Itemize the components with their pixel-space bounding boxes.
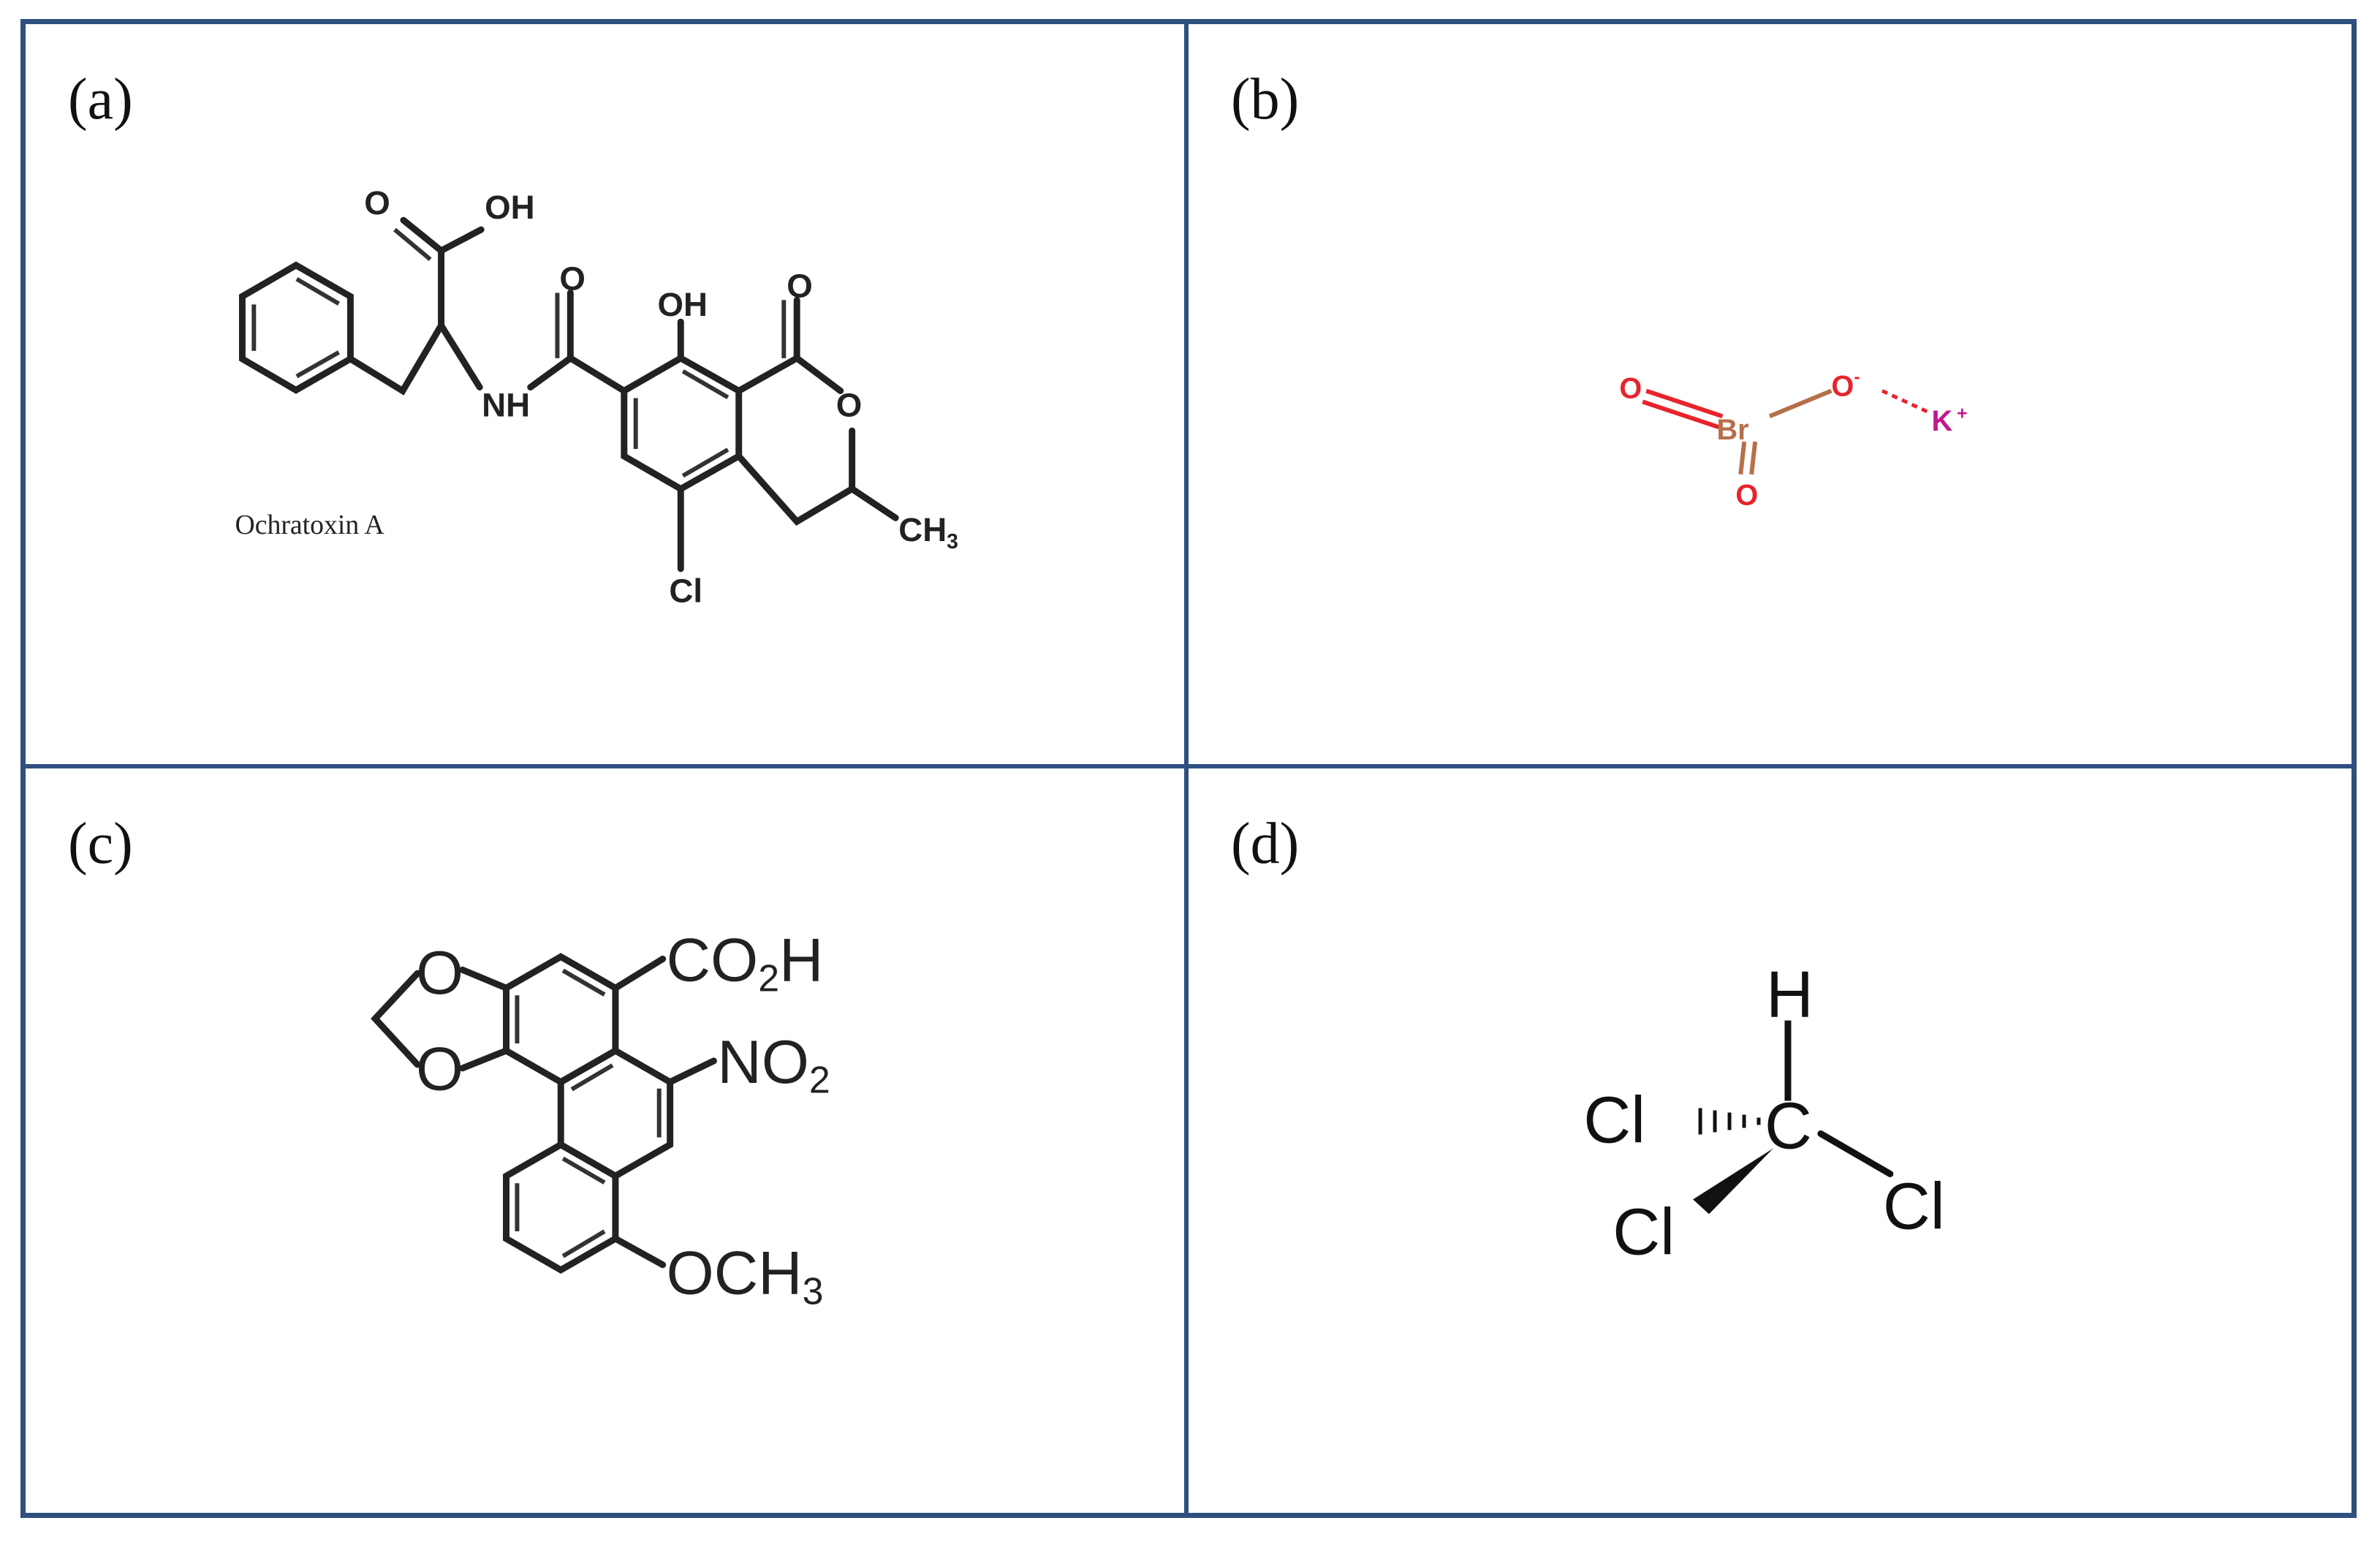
hashed-bond [1698,1108,1761,1135]
atom-dioxole-o-upper: O [416,938,463,1007]
atom-chlorine-right: Cl [1883,1170,1945,1243]
atom-oxygen-anion: O- [1831,368,1860,403]
atom-methyl: CH3 [898,511,958,554]
atom-oxygen-left: O [1619,372,1642,404]
aromatic-ring-c [503,1141,619,1274]
phenyl-ring [238,261,354,394]
atom-nh: NH [482,386,530,423]
atom-carboxyl-o: O [364,184,390,222]
panel-b: (b) O Br O O- K+ [1189,24,2351,768]
atom-chlorine-left: Cl [1583,1084,1645,1157]
compound-caption: Ochratoxin A [235,510,384,540]
lactone-ring [735,354,844,394]
panel-label-c: (c) [68,812,133,876]
atom-oxygen-bottom: O [1735,479,1758,511]
atom-acid-oh: OH [485,189,535,226]
panel-label-d: (d) [1231,812,1300,876]
panel-d: (d) H C Cl Cl Cl [1189,768,2351,1513]
atom-carboxylic-acid: CO2H [667,925,824,999]
atom-chlorine-bottom: Cl [1612,1195,1675,1269]
panel-label-a: (a) [68,67,133,132]
atom-bromine: Br [1717,414,1749,446]
ochratoxin-a-structure: O OH NH O OH Cl O O CH3 Och [235,184,958,610]
atom-hydrogen: H [1766,959,1814,1032]
potassium-bromate-structure: O Br O O- K+ [1619,368,1967,512]
aristolochic-acid-structure: O O CO2H NO2 OCH3 [371,925,830,1312]
atom-methoxy: OCH3 [667,1239,824,1312]
atom-chloro: Cl [669,573,702,610]
side-chain [346,319,483,396]
panel-c: (c) O O CO2H NO2 O [26,768,1189,1513]
atom-nitro: NO2 [717,1027,830,1101]
chloroform-structure: H C Cl Cl Cl [1583,959,1945,1269]
atom-phenol-oh: OH [658,286,708,323]
panel-label-b: (b) [1231,67,1300,132]
panel-a: (a) O OH NH O OH [26,24,1189,768]
atom-dioxole-o-lower: O [416,1035,463,1103]
atom-lactone-carbonyl-o: O [787,267,813,304]
isocoumarin-aromatic-ring [621,354,743,493]
atom-amide-o: O [559,260,585,297]
wedge-bond [1693,1148,1773,1215]
atom-carbon: C [1765,1089,1812,1163]
atom-ring-o: O [836,386,863,423]
figure-grid: (a) O OH NH O OH [20,19,2357,1518]
atom-potassium: K+ [1931,404,1967,437]
